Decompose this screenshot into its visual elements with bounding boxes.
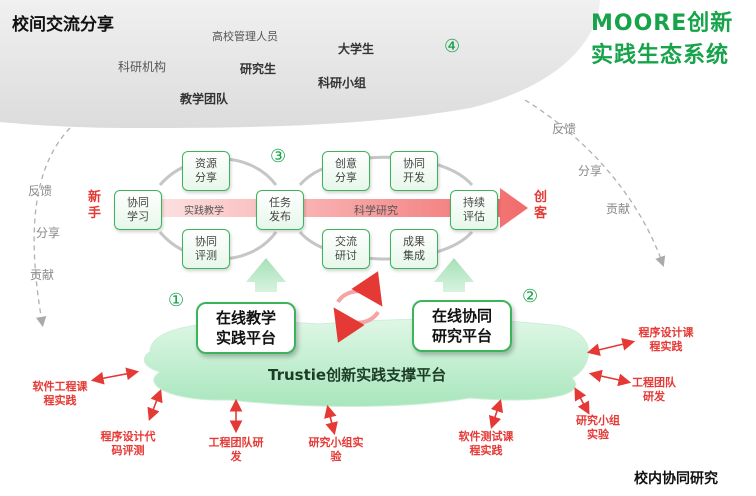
- activity-label: 研究小组实验: [308, 436, 364, 463]
- online-teaching-platform: 在线教学实践平台: [196, 302, 296, 354]
- node-collaborative-learning: 协同学习: [114, 190, 162, 230]
- stage-teaching-label: 实践教学: [184, 206, 224, 217]
- node-continuous-evaluation: 持续评估: [450, 190, 498, 230]
- exchange-title: 校间交流分享: [12, 15, 114, 35]
- node-collaborative-development: 协同开发: [390, 151, 438, 191]
- marker-4: ④: [444, 36, 461, 57]
- activity-link: [586, 337, 636, 357]
- node-task-release: 任务发布: [256, 190, 304, 230]
- activity-label: 研究小组实验: [576, 414, 620, 441]
- exchange-cloud: [0, 0, 600, 128]
- exchange-member: 科研机构: [118, 60, 167, 74]
- cycle-arrow-bottom: [333, 307, 380, 343]
- side-left-share: 分享: [36, 226, 61, 240]
- cycle-arrow-top: [336, 271, 383, 307]
- activity-label: 程序设计课程实践: [638, 326, 694, 353]
- activity-label: 软件工程课程实践: [32, 380, 88, 407]
- stage-research-label: 科学研究: [354, 204, 398, 217]
- exchange-member: 教学团队: [180, 92, 229, 106]
- exchange-member: 大学生: [338, 42, 375, 56]
- base-platform-label: Trustie创新实践支撑平台: [268, 366, 447, 384]
- marker-2: ②: [522, 286, 539, 307]
- node-collaborative-evaluation: 协同评测: [182, 229, 230, 269]
- activity-label: 工程团队研发: [632, 376, 676, 403]
- side-left-feedback: 反馈: [28, 184, 53, 198]
- right-feedback-arc: [524, 99, 666, 267]
- ecosystem-title-line1: MOORE创新: [591, 11, 734, 36]
- left-feedback-arc: [33, 127, 71, 328]
- side-right-share: 分享: [578, 164, 603, 178]
- exchange-member: 高校管理人员: [212, 30, 278, 43]
- activity-label: 软件测试课程实践: [458, 430, 514, 457]
- activity-link: [488, 398, 504, 430]
- activity-label: 工程团队研发: [208, 436, 264, 463]
- marker-1: ①: [168, 290, 185, 311]
- activity-link: [588, 369, 632, 387]
- flow-arrow: [140, 188, 528, 228]
- marker-3: ③: [270, 146, 287, 167]
- node-idea-sharing: 创意分享: [322, 151, 370, 191]
- online-research-platform: 在线协同研究平台: [412, 300, 512, 352]
- side-right-feedback: 反馈: [552, 122, 577, 136]
- up-arrow-left: [246, 258, 286, 292]
- activity-label: 程序设计代码评测: [100, 430, 156, 457]
- up-arrow-right: [434, 258, 474, 292]
- flow-start-label: 新手: [88, 190, 102, 221]
- activity-link: [324, 404, 338, 436]
- activity-link: [574, 387, 590, 415]
- side-left-contribute: 贡献: [30, 268, 55, 282]
- activity-link: [147, 389, 163, 421]
- node-resource-sharing: 资源分享: [182, 151, 230, 191]
- side-right-contribute: 贡献: [606, 202, 631, 216]
- exchange-member: 科研小组: [318, 76, 367, 90]
- footer-label: 校内协同研究: [634, 471, 718, 487]
- node-result-integration: 成果集成: [390, 229, 438, 269]
- ecosystem-title-line2: 实践生态系统: [591, 43, 730, 68]
- exchange-member: 研究生: [240, 62, 277, 76]
- activity-link: [90, 367, 140, 385]
- node-exchange-discussion: 交流研讨: [322, 229, 370, 269]
- flow-end-label: 创客: [534, 190, 548, 221]
